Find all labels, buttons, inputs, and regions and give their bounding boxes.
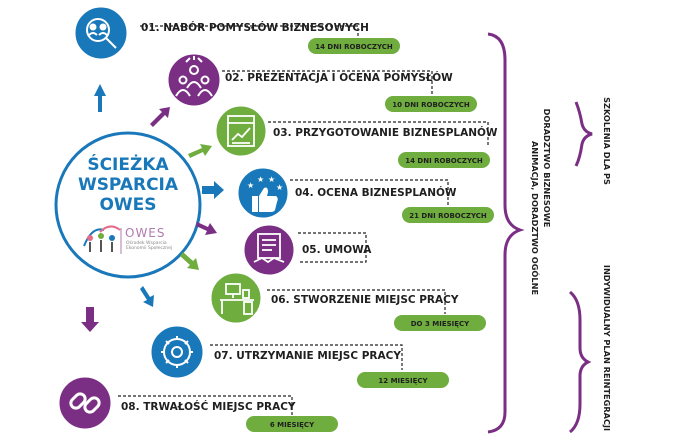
step-4-duration: 21 DNI ROBOCZYCH (409, 212, 487, 220)
svg-text:★: ★ (276, 183, 283, 192)
arrow-to-step-6 (180, 252, 199, 270)
workplace-desk-icon (220, 283, 254, 315)
arrow-to-step-2 (150, 107, 170, 127)
doradztwo-line2: ANIMACJA, DORADZTWO OGÓLNE (530, 141, 541, 295)
step-8-label: 08. TRWAŁOŚĆ MIEJSC PRACY (121, 400, 296, 413)
step-5: 05. UMOWA (241, 222, 372, 278)
plan-chart-icon (227, 115, 255, 147)
svg-text:★: ★ (247, 181, 254, 190)
step-2-label: 02. PREZENTACJA I OCENA POMYSŁÓW (225, 71, 453, 84)
center-hub: ŚCIEŻKA WSPARCIA OWES OWES Ośrodek Wspar… (54, 131, 202, 279)
arrow-to-step-1 (94, 84, 106, 112)
brace-szkolenia (574, 101, 593, 167)
ipr-text: INDYWIDUALNY PLAN REINTEGRACJI (602, 265, 612, 431)
step-1-duration: 14 DNI ROBOCZYCH (315, 43, 393, 51)
duration-pill-8 (246, 416, 338, 432)
step-5-label: 05. UMOWA (302, 244, 372, 256)
step-2-duration: 10 DNI ROBOCZYCH (392, 101, 470, 109)
thumbs-up-stars-icon: ★ ★ ★ ★ (247, 175, 283, 212)
center-title-line1: ŚCIEŻKA (87, 153, 169, 175)
connector-arrows (81, 84, 224, 332)
step-4-label: 04. OCENA BIZNESPLANÓW (295, 186, 457, 199)
step-8-duration: 6 MIESIĘCY (270, 421, 315, 429)
step-3: 14 DNI ROBOCZYCH 03. PRZYGOTOWANIE BIZNE… (213, 103, 498, 168)
step-1: 14 DNI ROBOCZYCH 01. NABÓR POMYSŁÓW BIZN… (72, 4, 400, 62)
arrow-to-step-4 (202, 181, 224, 199)
step-8: 6 MIESIĘCY 08. TRWAŁOŚĆ MIEJSC PRACY (56, 374, 338, 432)
svg-text:★: ★ (257, 175, 264, 184)
owes-logo-figures-icon (83, 225, 121, 252)
contract-handshake-icon (253, 233, 285, 264)
duration-pill-2 (385, 96, 477, 112)
gear-cycle-icon (161, 336, 193, 368)
center-title-line2: WSPARCIA (78, 175, 179, 195)
step-7: 12 MIESIĘCY 07. UTRZYMANIE MIEJSC PRACY (148, 323, 449, 388)
doradztwo-line1: DORADZTWO BIZNESOWE (542, 109, 552, 228)
step-7-label: 07. UTRZYMANIE MIEJSC PRACY (214, 350, 401, 362)
people-search-icon (86, 18, 117, 49)
step-2: 10 DNI ROBOCZYCH 02. PREZENTACJA I OCENA… (165, 51, 477, 112)
step-7-duration: 12 MIESIĘCY (378, 377, 428, 385)
presentation-group-icon (175, 56, 213, 97)
arrow-to-step-5 (196, 222, 217, 235)
logo-sub1: Ośrodek Wsparcia (126, 239, 167, 246)
step-6-duration: DO 3 MIESIĘCY (411, 320, 470, 328)
duration-pill-6 (394, 315, 486, 331)
duration-pill-4 (402, 207, 494, 223)
logo-text: OWES (125, 226, 166, 240)
step-6: DO 3 MIESIĘCY 06. STWORZENIE MIEJSC PRAC… (208, 270, 486, 331)
arrow-to-step-8 (81, 307, 99, 332)
step-3-label: 03. PRZYGOTOWANIE BIZNESPLANÓW (273, 126, 498, 139)
step-6-label: 06. STWORZENIE MIEJSC PRACY (271, 294, 459, 306)
duration-pill-7 (357, 372, 449, 388)
logo-sub2: Ekonomii Społecznej (126, 245, 172, 251)
arrow-to-step-7 (140, 286, 154, 307)
center-title-line3: OWES (99, 195, 156, 215)
step-1-label: 01. NABÓR POMYSŁÓW BIZNESOWYCH (141, 21, 369, 34)
duration-pill-3 (398, 152, 490, 168)
step-4: 21 DNI ROBOCZYCH ★ ★ ★ ★ 04. OCENA BIZNE… (235, 165, 494, 223)
chain-link-icon (69, 392, 101, 414)
arrow-to-step-3 (188, 144, 212, 158)
brace-main (487, 32, 525, 434)
step-3-duration: 14 DNI ROBOCZYCH (405, 157, 483, 165)
szkolenia-text: SZKOLENIA DLA PS (602, 97, 612, 185)
brace-ipr (568, 290, 592, 434)
svg-text:★: ★ (268, 175, 275, 184)
duration-pill-1 (308, 38, 400, 54)
